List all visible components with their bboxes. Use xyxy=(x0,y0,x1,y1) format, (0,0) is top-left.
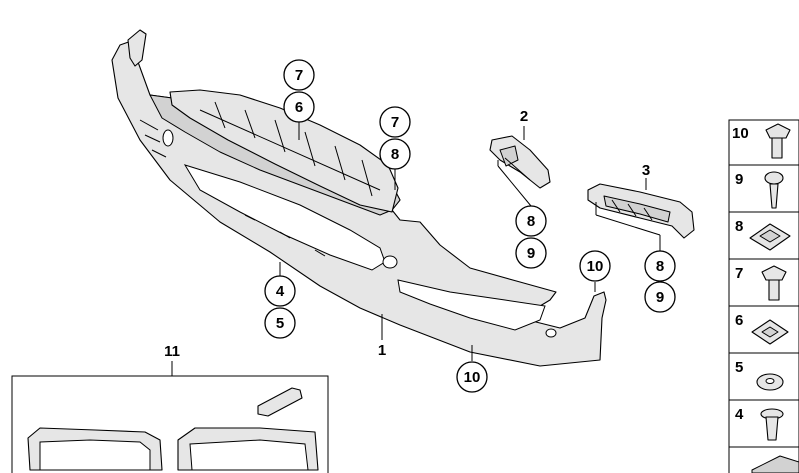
washer-icon xyxy=(756,373,784,391)
callouts: 7 6 7 8 2 8 9 3 10 8 9 4 5 1 10 11 xyxy=(164,59,676,393)
square-clip-icon xyxy=(751,319,789,345)
callout-6: 6 xyxy=(295,99,303,116)
callout-2: 2 xyxy=(520,108,528,125)
index-label: 7 xyxy=(735,265,743,282)
callout-1: 1 xyxy=(378,342,386,359)
index-label: 6 xyxy=(735,312,743,329)
callout-8: 8 xyxy=(391,146,399,163)
spring-nut-icon xyxy=(749,223,791,251)
leader-lines xyxy=(171,122,661,376)
index-label: 4 xyxy=(735,406,744,423)
collar-screw-icon xyxy=(761,265,787,301)
index-label: 5 xyxy=(735,359,743,376)
callout-5: 5 xyxy=(276,315,284,332)
fastener-index: 10 9 8 7 6 xyxy=(728,119,799,473)
bracket-right[interactable] xyxy=(587,183,695,239)
callout-8: 8 xyxy=(656,258,664,275)
trim-set-box[interactable] xyxy=(11,375,329,473)
callout-9: 9 xyxy=(656,289,664,306)
tapping-screw-icon xyxy=(764,171,784,209)
bracket-left[interactable] xyxy=(489,135,551,189)
callout-7: 7 xyxy=(295,67,303,84)
index-cell-4 xyxy=(728,399,799,448)
callout-4: 4 xyxy=(276,283,285,300)
index-cell-7 xyxy=(728,258,799,307)
index-cell-9 xyxy=(728,164,799,213)
index-label: 9 xyxy=(735,171,743,188)
grille-carrier[interactable] xyxy=(169,89,399,213)
callout-9: 9 xyxy=(527,245,535,262)
index-cell-10 xyxy=(728,119,799,166)
index-label: 8 xyxy=(735,218,743,235)
callout-3: 3 xyxy=(642,162,650,179)
callout-8: 8 xyxy=(527,213,535,230)
callout-10: 10 xyxy=(587,258,604,275)
callout-7: 7 xyxy=(391,114,399,131)
callout-11: 11 xyxy=(164,343,180,360)
collar-screw-icon xyxy=(765,123,791,159)
expanding-rivet-icon xyxy=(760,408,784,441)
callout-10: 10 xyxy=(464,369,481,386)
index-label: 10 xyxy=(732,125,749,142)
